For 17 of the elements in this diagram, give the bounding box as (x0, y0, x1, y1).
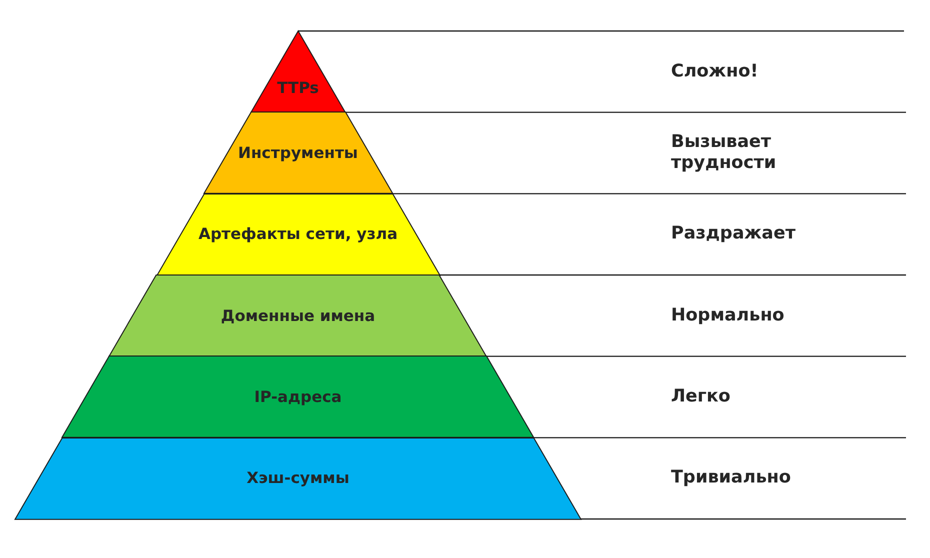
difficulty-label: Вызывает трудности (671, 132, 778, 174)
difficulty-label: Легко (671, 386, 732, 408)
difficulty-label: Нормально (671, 305, 786, 326)
level-label: Артефакты сети, узла (198, 226, 398, 244)
pyramid-level (156, 194, 440, 275)
pyramid-level (15, 438, 581, 519)
level-label: IP-адреса (254, 388, 342, 407)
difficulty-label: Сложно! (671, 61, 760, 82)
level-label: Инструменты (238, 144, 358, 163)
level-label: Хэш-суммы (246, 470, 350, 488)
level-label: TTPs (277, 79, 319, 98)
pyramid-level (204, 112, 392, 194)
difficulty-label: Тривиально (671, 468, 792, 489)
level-label: Доменные имена (220, 306, 376, 326)
pyramid-level (62, 356, 534, 438)
pyramid-level (109, 275, 487, 356)
difficulty-label: Раздражает (671, 224, 797, 245)
